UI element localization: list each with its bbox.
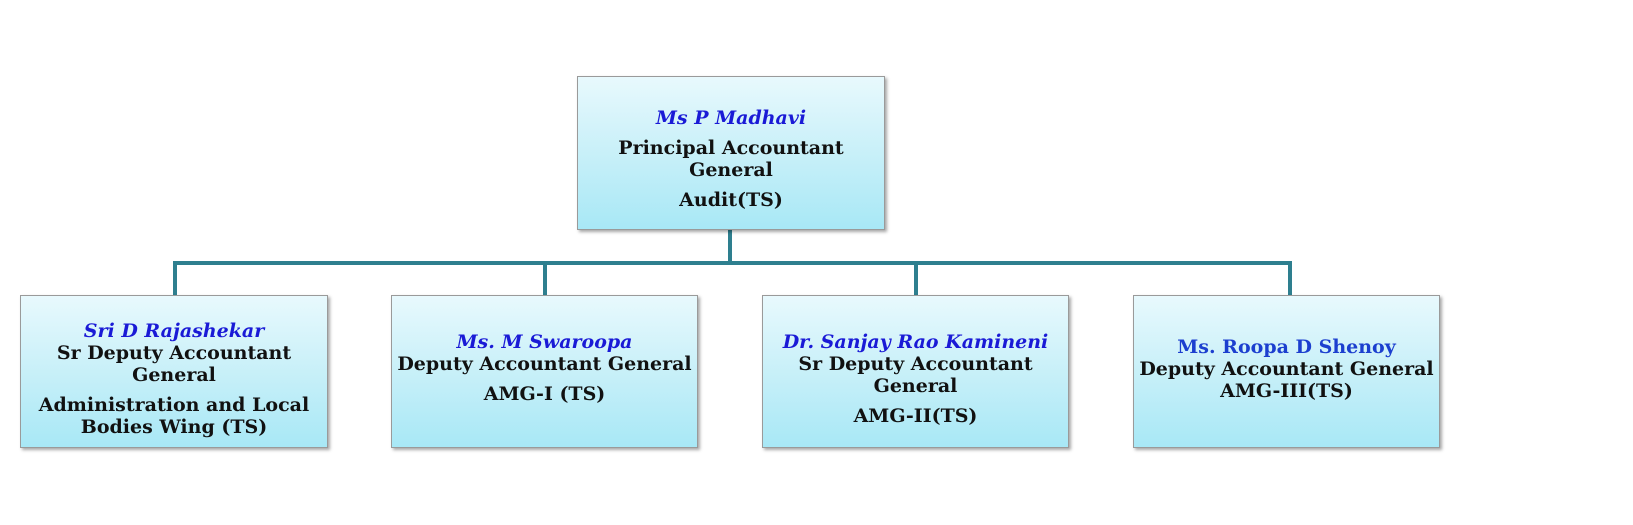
child-2-title: Deputy Accountant General xyxy=(397,353,692,375)
child-1-name: Sri D Rajashekar xyxy=(83,320,265,342)
root-name: Ms P Madhavi xyxy=(655,107,807,129)
child-3-unit: AMG-II(TS) xyxy=(853,405,978,427)
child-box-3: Dr. Sanjay Rao Kamineni Sr Deputy Accoun… xyxy=(762,295,1069,448)
root-unit: Audit(TS) xyxy=(679,189,783,211)
child-4-unit: AMG-III(TS) xyxy=(1220,380,1353,402)
child-2-name: Ms. M Swaroopa xyxy=(456,331,633,353)
child-1-unit-line2: Bodies Wing (TS) xyxy=(80,416,268,438)
child-box-4: Ms. Roopa D Shenoy Deputy Accountant Gen… xyxy=(1133,295,1440,448)
root-connector-vertical xyxy=(728,230,732,264)
child-4-title: Deputy Accountant General xyxy=(1139,358,1434,380)
root-title: Principal Accountant General xyxy=(618,137,844,181)
child-3-title: Sr Deputy Accountant General xyxy=(798,353,1033,397)
child-box-2: Ms. M Swaroopa Deputy Accountant General… xyxy=(391,295,698,448)
child-4-name: Ms. Roopa D Shenoy xyxy=(1177,336,1396,358)
child-1-title: Sr Deputy Accountant General xyxy=(56,342,292,386)
child-2-unit: AMG-I (TS) xyxy=(483,383,606,405)
child-connector-4 xyxy=(1288,261,1292,295)
child-connector-2 xyxy=(543,261,547,295)
child-connector-1 xyxy=(173,261,177,295)
child-box-1: Sri D Rajashekar Sr Deputy Accountant Ge… xyxy=(20,295,328,448)
root-box: Ms P Madhavi Principal Accountant Genera… xyxy=(577,76,885,230)
child-1-unit-line1: Administration and Local xyxy=(38,394,310,416)
child-connector-3 xyxy=(914,261,918,295)
child-3-name: Dr. Sanjay Rao Kamineni xyxy=(782,331,1049,353)
horizontal-connector xyxy=(173,261,1292,265)
